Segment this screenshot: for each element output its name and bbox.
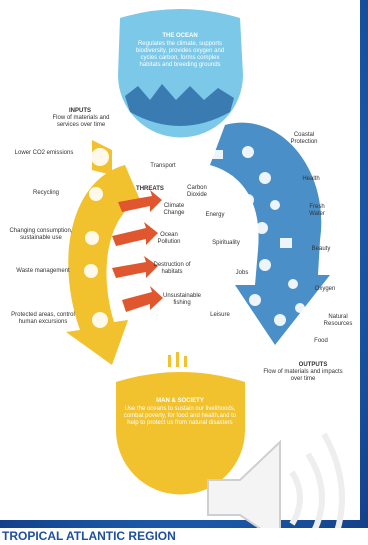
input-item-consumption: Changing consumption, sustainable use xyxy=(9,228,73,241)
service-health: Health xyxy=(302,176,320,182)
co2-icon xyxy=(91,148,109,166)
fish-icon xyxy=(274,314,286,326)
service-jobs: Jobs xyxy=(235,270,249,276)
cycle-diagram xyxy=(66,9,330,495)
person-icon-2 xyxy=(176,352,179,367)
threat-climate: Climate Change xyxy=(163,203,185,216)
service-carbon: Carbon Dioxide xyxy=(186,185,207,198)
ship-icon xyxy=(205,150,223,159)
services-arrow xyxy=(210,122,330,346)
person-icon-3 xyxy=(184,356,187,367)
diagram-card: THE OCEAN Regulates the climate, support… xyxy=(0,0,360,520)
outputs-text: Flow of materials and impacts over time xyxy=(263,369,343,382)
threat-habitats: Destruction of habitats xyxy=(153,262,191,275)
ocean-text: Regulates the climate, supports biodiver… xyxy=(135,41,225,68)
health-icon xyxy=(259,172,271,184)
service-energy: Energy xyxy=(205,212,225,218)
spirituality-icon xyxy=(256,222,268,234)
threat-arrow-3 xyxy=(112,256,158,278)
service-beauty: Beauty xyxy=(311,246,331,252)
threat-arrow-1 xyxy=(118,190,162,212)
service-spirituality: Spirituality xyxy=(212,240,240,246)
threat-arrow-4 xyxy=(122,286,163,312)
input-item-recycling: Recycling xyxy=(32,190,59,196)
carbon-icon xyxy=(225,175,235,185)
windmill-icon xyxy=(242,194,254,206)
threat-fishing: Unsustainable fishing xyxy=(162,293,202,306)
society-text: Use the oceans to sustain our livelihood… xyxy=(123,406,237,426)
service-leisure: Leisure xyxy=(210,312,230,318)
jobs-icon xyxy=(259,259,271,271)
ocean-title: THE OCEAN xyxy=(162,33,198,39)
speaker-icon[interactable] xyxy=(200,420,360,545)
inputs-text: Flow of materials and services over time xyxy=(52,115,110,128)
inputs-title: INPUTS xyxy=(68,108,91,114)
service-resources: Natural Resources xyxy=(323,314,353,327)
inputs-arrow xyxy=(66,165,140,365)
service-oxygen: Oxygen xyxy=(314,286,336,292)
threats-title: THREATS xyxy=(136,186,164,192)
threat-arrow-2 xyxy=(112,222,158,246)
service-water: Fresh Water xyxy=(309,204,325,217)
speaker-icon-graphic xyxy=(207,432,345,545)
beauty-icon xyxy=(280,238,292,248)
protected-area-icon xyxy=(92,312,108,328)
threat-pollution: Ocean Pollution xyxy=(157,232,181,245)
recycle-icon xyxy=(89,187,103,201)
water-icon xyxy=(270,200,280,210)
society-title: MAN & SOCIETY xyxy=(156,398,204,404)
outputs-title: OUTPUTS xyxy=(298,362,328,368)
resources-icon xyxy=(295,303,305,313)
swimmer-icon xyxy=(249,294,261,306)
coral-reef xyxy=(125,84,234,126)
service-food: Food xyxy=(314,338,328,344)
service-transport: Transport xyxy=(150,163,176,169)
service-coastal: Coastal Protection xyxy=(290,132,318,145)
consumption-icon xyxy=(85,231,99,245)
footer-text: TROPICAL ATLANTIC REGION xyxy=(2,529,176,543)
coastal-icon xyxy=(242,146,254,158)
footer-bar: TROPICAL ATLANTIC REGION xyxy=(0,528,368,545)
oxygen-icon xyxy=(288,279,298,289)
input-item-protected: Protected areas, control human excursion… xyxy=(11,312,75,325)
person-icon xyxy=(168,355,171,367)
waste-icon xyxy=(84,264,98,278)
input-item-co2: Lower CO2 emissions xyxy=(14,150,74,156)
input-item-waste: Waste management xyxy=(16,268,70,274)
society-bowl xyxy=(116,372,245,495)
